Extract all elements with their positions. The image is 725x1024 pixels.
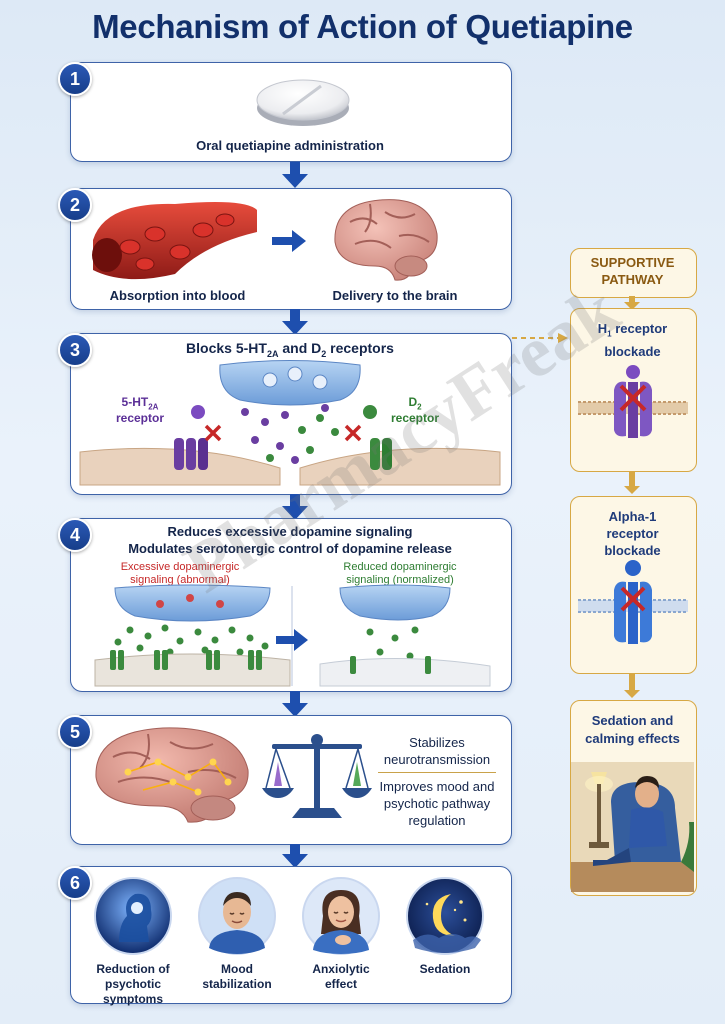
relaxing-person-icon (571, 762, 694, 892)
step-4-line-1: Reduces excessive dopamine signaling (167, 524, 413, 539)
arrow-down-icon (282, 691, 308, 717)
arrow-down-icon (282, 844, 308, 868)
page-title: Mechanism of Action of Quetiapine (92, 8, 633, 45)
arrow-down-small-icon (624, 296, 640, 310)
pill-icon (256, 79, 350, 126)
blood-vessel-icon (92, 202, 257, 280)
step-4-badge: 4 (58, 518, 92, 552)
step-6-badge: 6 (58, 866, 92, 900)
step-2-left-label: Absorption into blood (109, 288, 246, 303)
step-5-divider (378, 772, 496, 773)
moon-night-icon (406, 877, 484, 955)
calm-man-icon (198, 877, 276, 955)
step-4-line-2: Modulates serotonergic control of dopami… (128, 541, 452, 556)
arrow-right-icon (272, 230, 306, 252)
balance-scale-icon (262, 734, 372, 818)
arrow-down-icon (282, 309, 308, 335)
arrow-down-small-icon (624, 472, 640, 494)
arrow-down-icon (282, 162, 308, 188)
h1-receptor-icon (578, 365, 688, 438)
head-glow-icon (94, 877, 172, 955)
arrow-down-icon (282, 494, 308, 520)
step-3-badge: 3 (58, 333, 92, 367)
step-1-badge: 1 (58, 62, 92, 96)
synapse-illustration (79, 360, 501, 486)
arrow-down-small-icon (624, 674, 640, 698)
alpha1-receptor-icon (578, 560, 688, 644)
brain-icon (334, 199, 438, 281)
glowing-brain-icon (95, 727, 249, 823)
step-3-heading: Blocks 5-HT2A and D2 receptors (186, 340, 394, 359)
step-2-badge: 2 (58, 188, 92, 222)
step-2-right-label: Delivery to the brain (332, 288, 458, 303)
outcome-label-4: Sedation (419, 962, 471, 976)
dashed-connector (512, 333, 568, 343)
dopamine-comparison-illustration (94, 584, 491, 687)
calm-woman-icon (302, 877, 380, 955)
step-5-badge: 5 (58, 715, 92, 749)
step-1-label: Oral quetiapine administration (196, 138, 384, 153)
